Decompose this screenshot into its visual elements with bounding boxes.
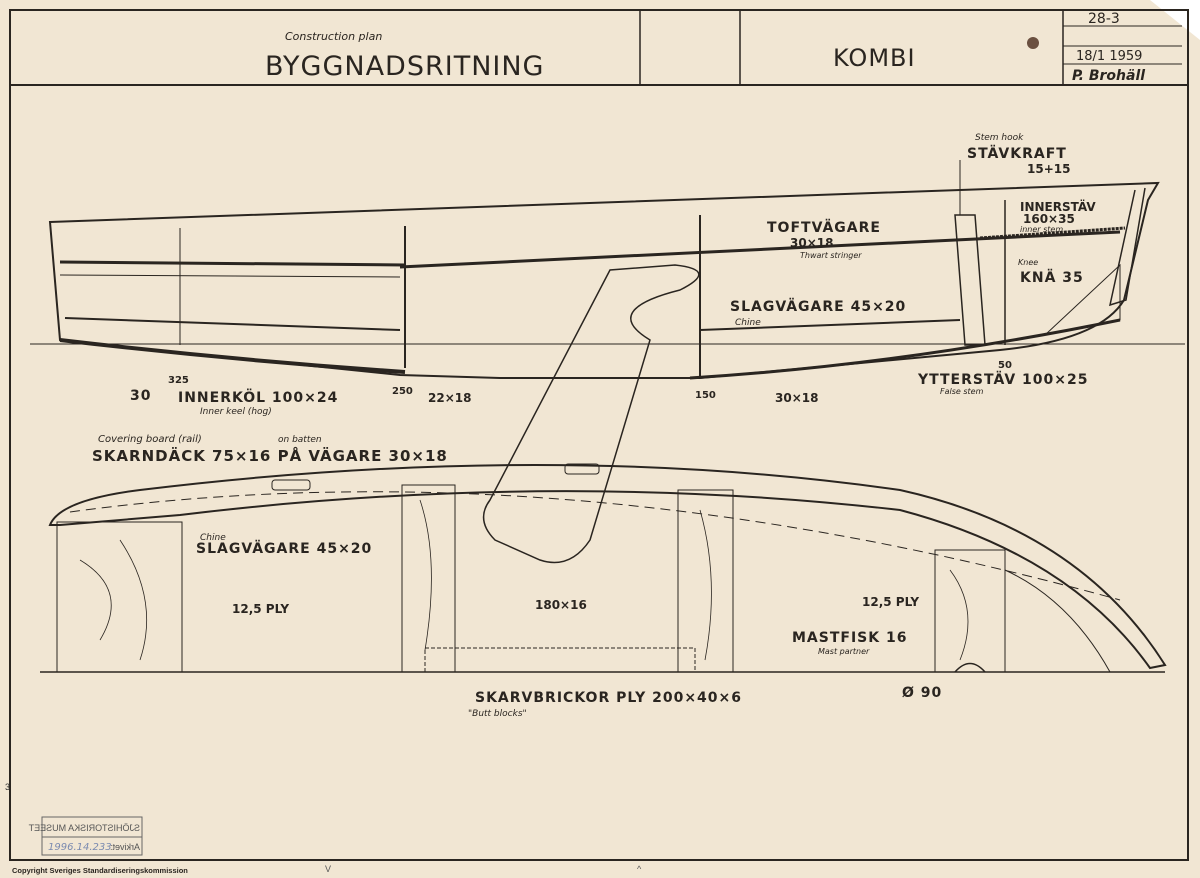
inner-stem-label: INNERSTÄV [1020,199,1096,214]
copyright-notice: Copyright Sveriges Standardiseringskommi… [12,866,188,875]
stem-hook-label: STÄVKRAFT [967,145,1067,162]
torn-corner [1150,0,1200,40]
inner-keel-en-label: Inner keel (hog) [200,407,272,417]
dimension-22x18: 22×18 [428,391,471,405]
false-stem-label: YTTERSTÄV 100×25 [917,371,1088,388]
section-chine-label: SLAGVÄGARE 45×20 [196,540,372,557]
drawing-date: 18/1 1959 [1076,49,1142,64]
boat-name: KOMBI [833,44,916,72]
signature: P. Brohäll [1072,68,1145,84]
chine-en-label: Chine [735,318,761,328]
thwart-stringer-en-label: Thwart stringer [800,251,862,260]
station-325: 325 [168,375,189,386]
stem-hook-en-label: Stem hook [975,133,1024,143]
inner-stem-dimension: 160×35 [1023,212,1075,226]
chine-label: SLAGVÄGARE 45×20 [730,298,906,315]
covering-board-label: SKARNDÄCK 75×16 PÅ VÄGARE 30×18 [92,446,448,465]
centreboard [482,264,700,564]
covering-board-en-label: Covering board (rail) [98,434,202,445]
bulkhead-dimension: 180×16 [535,598,587,612]
title-subtitle: Construction plan [285,30,382,43]
mast-partner-en-label: Mast partner [818,647,870,656]
butt-blocks-label: SKARVBRICKOR PLY 200×40×6 [475,690,742,706]
museum-stamp: SJÖHISTORISKA MUSEET Arkivet: 1996.14.23… [28,816,143,856]
thwart-stringer-dimension: 30×18 [790,236,833,250]
stem-hook-dimension: 15+15 [1027,162,1070,176]
drawing-border [9,9,1189,861]
mast-partner-label: MASTFISK 16 [792,630,907,646]
station-50: 50 [998,360,1012,371]
mast-diameter-label: Ø 90 [902,685,942,701]
station-250: 250 [392,386,413,397]
stamp-archive-number: 1996.14.233 [48,842,112,853]
knee-label: KNÄ 35 [1020,269,1084,286]
thwart-stringer-label: TOFTVÄGARE [767,219,881,236]
butt-blocks-en-label: "Butt blocks" [468,709,527,719]
dimension-30x18: 30×18 [775,391,818,405]
hull-cross-section [40,463,1167,673]
stamp-museum-name: SJÖHISTORISKA MUSEET [28,823,140,833]
false-stem-en-label: False stem [940,387,984,396]
stamp-archive-label: Arkivet: [110,842,140,852]
hull-profile [30,160,1185,564]
section-chine-en-label: Chine [200,533,226,543]
margin-number: 3 [5,782,10,792]
ply-left-label: 12,5 PLY [232,602,289,616]
knee-en-label: Knee [1018,258,1038,267]
drawing-title: BYGGNADSRITNING [265,51,544,82]
station-30: 30 [130,388,151,404]
drawing-number: 28-3 [1088,11,1120,27]
on-batten-en-label: on batten [278,435,322,445]
ply-right-label: 12,5 PLY [862,595,919,609]
fold-mark-top: ^ [637,864,642,874]
punch-hole [1027,37,1039,49]
inner-stem-en-label: inner stem [1020,225,1063,234]
fold-mark-bottom: V [325,864,331,874]
station-150: 150 [695,390,716,401]
inner-keel-label: INNERKÖL 100×24 [178,388,338,406]
